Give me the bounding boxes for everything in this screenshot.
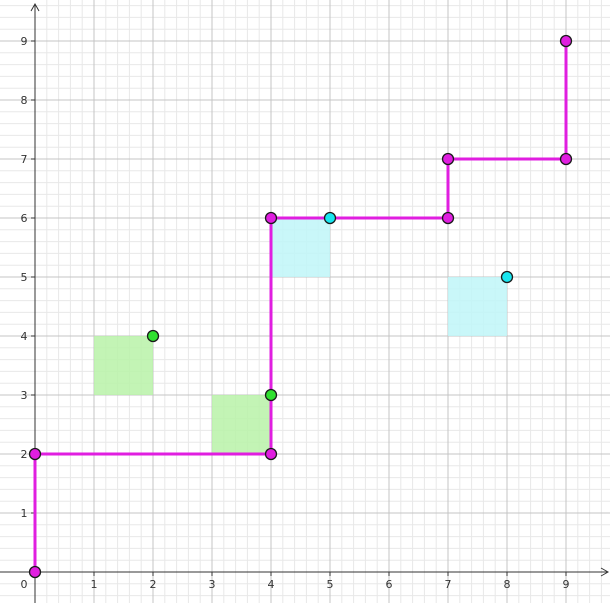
y-tick-label: 9 <box>21 35 28 48</box>
y-tick-label: 3 <box>21 389 28 402</box>
path-point <box>28 447 42 461</box>
x-tick-label: 9 <box>563 578 570 591</box>
path-point <box>264 211 278 225</box>
x-tick-label: 6 <box>386 578 393 591</box>
x-tick-label: 0 <box>21 578 28 591</box>
y-tick-label: 1 <box>21 507 28 520</box>
path-point <box>28 565 42 579</box>
x-tick-label: 5 <box>327 578 334 591</box>
path-point <box>441 152 455 166</box>
cyan-square <box>448 277 507 336</box>
tick-labels: 0 1 2 3 4 5 6 7 8 9 1 2 3 4 5 6 7 8 9 <box>21 35 570 591</box>
path-point <box>559 152 573 166</box>
path-point <box>559 34 573 48</box>
cyan-square <box>271 218 330 277</box>
y-tick-label: 2 <box>21 448 28 461</box>
y-tick-label: 5 <box>21 271 28 284</box>
y-axis-arrow <box>30 2 40 12</box>
green-square <box>94 336 153 395</box>
y-tick-label: 4 <box>21 330 28 343</box>
y-tick-label: 7 <box>21 153 28 166</box>
green-point <box>146 329 160 343</box>
x-tick-label: 7 <box>445 578 452 591</box>
y-tick-label: 6 <box>21 212 28 225</box>
points <box>28 34 573 579</box>
y-tick-label: 8 <box>21 94 28 107</box>
cyan-point <box>500 270 514 284</box>
x-tick-label: 3 <box>209 578 216 591</box>
path-point <box>264 447 278 461</box>
green-square <box>212 395 271 454</box>
highlight-squares <box>94 218 507 454</box>
x-axis-arrow <box>600 567 610 577</box>
cyan-point <box>323 211 337 225</box>
x-tick-label: 2 <box>150 578 157 591</box>
path-line <box>33 41 568 572</box>
path-point <box>441 211 455 225</box>
path-layer <box>33 41 568 572</box>
green-point <box>264 388 278 402</box>
x-tick-label: 1 <box>91 578 98 591</box>
x-tick-label: 4 <box>268 578 275 591</box>
x-tick-label: 8 <box>504 578 511 591</box>
